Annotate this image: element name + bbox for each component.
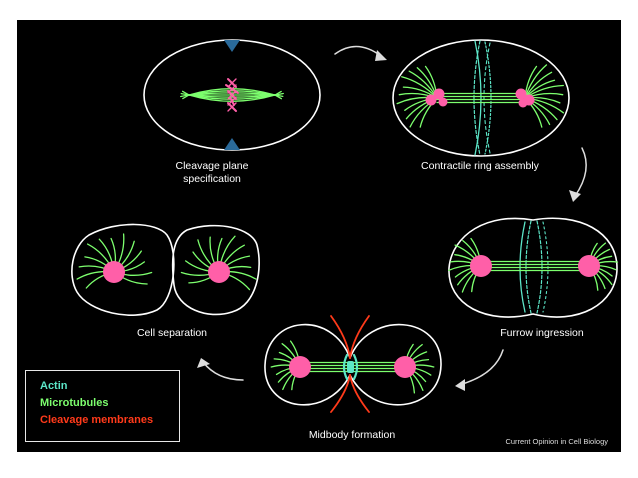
midbody-actin-ring bbox=[342, 353, 349, 381]
cycle-arrow bbox=[458, 349, 504, 386]
spindle-microtubule bbox=[188, 90, 276, 96]
daughter-cell-membrane bbox=[71, 223, 175, 316]
chromosome bbox=[227, 78, 237, 88]
cleavage-membrane bbox=[330, 374, 351, 413]
cytokinesis-diagram bbox=[71, 39, 619, 413]
centrosome bbox=[578, 255, 600, 277]
centrosome bbox=[289, 356, 311, 378]
midbody-core bbox=[347, 361, 354, 373]
cleavage-membrane bbox=[349, 315, 370, 359]
actin-ring bbox=[474, 40, 482, 156]
stage-label-line: Contractile ring assembly bbox=[421, 160, 539, 172]
daughter-cell-membrane bbox=[264, 323, 351, 406]
astral-microtubule bbox=[181, 90, 190, 96]
centrosome bbox=[208, 261, 230, 283]
cycle-arrow-head bbox=[569, 190, 581, 202]
stage-label-line: Midbody formation bbox=[308, 429, 396, 441]
stage-label-line: Furrow ingression bbox=[500, 327, 584, 339]
cortical-cue-marker bbox=[224, 40, 240, 52]
actin-ring bbox=[484, 41, 492, 155]
centrosome bbox=[433, 88, 445, 100]
cycle-arrow bbox=[334, 45, 382, 57]
astral-microtubule bbox=[274, 94, 283, 100]
legend-item-actin: Actin bbox=[40, 380, 68, 392]
cell-membrane bbox=[392, 39, 570, 157]
spindle-microtubule bbox=[188, 94, 276, 98]
stage-cleavage-plane-specification bbox=[143, 39, 321, 151]
centrosome bbox=[515, 88, 527, 100]
stage-label-midbody-formation: Midbody formation bbox=[287, 429, 417, 442]
centrosome bbox=[518, 98, 528, 108]
stage-label-cell-separation: Cell separation bbox=[107, 327, 237, 340]
cycle-arrow bbox=[202, 361, 244, 381]
cleavage-membrane bbox=[349, 374, 370, 413]
actin-ring bbox=[473, 40, 481, 156]
legend: Actin Microtubules Cleavage membranes bbox=[25, 370, 180, 442]
stage-label-furrow-ingression: Furrow ingression bbox=[477, 327, 607, 340]
midbody-actin-ring bbox=[352, 353, 359, 381]
cycle-arrows bbox=[197, 45, 587, 391]
cycle-arrow-head bbox=[375, 50, 387, 61]
stage-furrow-ingression bbox=[448, 217, 619, 318]
spindle-microtubule bbox=[188, 92, 276, 96]
centrosome bbox=[438, 97, 448, 107]
source-credit: Current Opinion in Cell Biology bbox=[505, 437, 608, 446]
stage-label-line: specification bbox=[183, 173, 241, 185]
stage-label-cleavage-plane-specification: Cleavage plane specification bbox=[147, 160, 277, 186]
centrosome bbox=[470, 255, 492, 277]
cycle-arrow-head bbox=[455, 379, 465, 391]
stage-label-line: Cleavage plane bbox=[175, 160, 249, 172]
legend-item-microtubules: Microtubules bbox=[40, 397, 109, 409]
cytokinesis-diagram-panel: Cleavage plane specification Contractile… bbox=[17, 20, 621, 452]
stage-label-line: Cell separation bbox=[136, 327, 208, 339]
centrosome bbox=[425, 94, 437, 106]
legend-item-cleavage-membranes: Cleavage membranes bbox=[40, 414, 154, 426]
chromosome bbox=[227, 102, 237, 112]
stage-cell-separation bbox=[71, 223, 260, 316]
cleavage-membrane bbox=[330, 315, 351, 359]
actin-ring bbox=[483, 42, 491, 154]
cortical-cue-marker bbox=[224, 138, 240, 150]
daughter-cell-membrane bbox=[349, 323, 442, 406]
centrosome bbox=[103, 261, 125, 283]
cell-membrane bbox=[448, 217, 618, 318]
daughter-cell-membrane bbox=[171, 224, 260, 316]
stage-label-contractile-ring-assembly: Contractile ring assembly bbox=[395, 160, 565, 173]
cycle-arrow bbox=[574, 147, 587, 197]
stage-contractile-ring-assembly bbox=[392, 39, 570, 157]
centrosome bbox=[394, 356, 416, 378]
stage-midbody-formation bbox=[264, 315, 442, 413]
cycle-arrow-head bbox=[197, 358, 210, 368]
